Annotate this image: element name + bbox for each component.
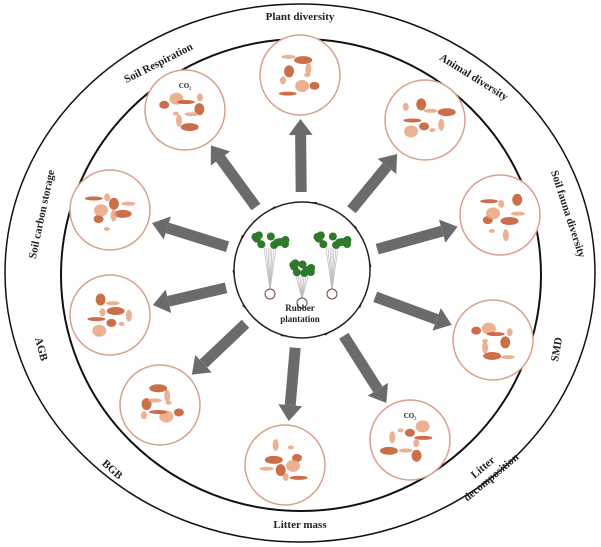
arrow-to-bgb: – [191,299,253,375]
arrow-to-plant-diversity: – [288,118,318,210]
co2-label: CO₂ [179,82,192,90]
plant-diversity-label: Plant diversity [266,11,335,23]
rubber-tree-icon [251,231,352,309]
soil-carbon-storage-label: Soil carbon storage [27,169,58,260]
co2-label: CO₂ [404,412,417,420]
arrow-to-soil-carbon-storage: – [151,216,250,252]
plant-diversity-node [259,34,341,116]
litter-decomposition-illustration-icon [379,420,433,462]
litter-mass-node [244,424,326,506]
smd-label: SMD [549,336,565,362]
arrow-to-agb: – [152,268,242,313]
soil-fauna-diversity-illustration-icon [480,193,525,242]
animal-diversity-node [384,79,466,161]
agb-label: AGB [32,336,50,363]
litter-mass-illustration-icon [259,439,308,481]
arrow-to-animal-diversity: – [346,154,398,234]
agb-node [69,274,151,356]
arrow-to-smd: – [353,291,452,331]
smd-node [452,299,534,381]
soil-respiration-node: CO₂ [144,69,226,151]
center-label-line2: plantation [280,314,320,324]
arrow-to-soil-fauna-diversity: – [362,219,458,270]
soil-fauna-diversity-node [459,174,541,256]
litter-decomposition-label: Litterdecomposition [453,441,521,504]
agb-illustration-icon [87,293,132,337]
arrow-to-litter-decomposition: – [320,325,388,403]
soil-respiration-illustration-icon [159,92,205,132]
center-node: Rubber plantation [233,201,371,339]
outer-ring [4,3,596,543]
plant-diversity-illustration-icon [278,54,320,96]
bgb-label: BGB [99,458,125,483]
center-label-line1: Rubber [285,303,315,313]
soil-carbon-storage-illustration-icon [84,193,136,231]
arrow-to-soil-respiration: – [210,145,280,217]
bgb-node [119,364,201,446]
soil-fauna-diversity-label: Soil fauna diversity [548,169,588,260]
arrow-to-litter-mass: – [278,328,303,422]
smd-illustration-icon [471,322,515,360]
animal-diversity-illustration-icon [402,98,456,138]
bgb-illustration-icon [140,384,184,423]
litter-decomposition-node: CO₂ [369,399,451,481]
litter-mass-label: Litter mass [273,519,327,531]
soil-carbon-storage-node [69,169,151,251]
